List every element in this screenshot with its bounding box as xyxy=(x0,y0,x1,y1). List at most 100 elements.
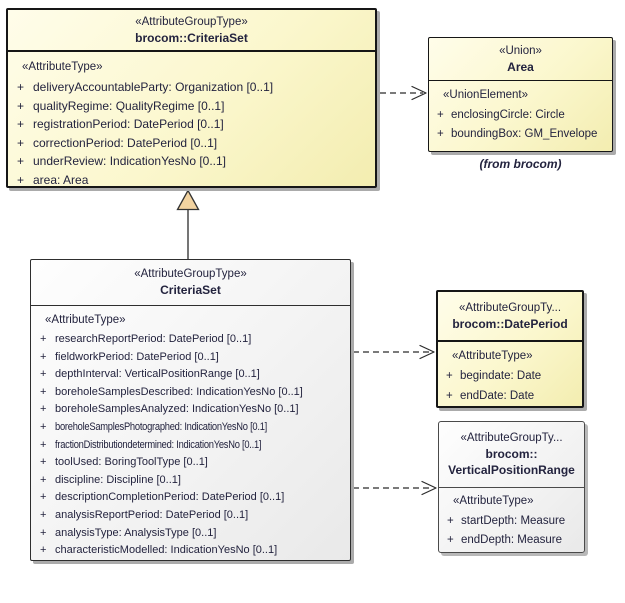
class-header: «AttributeGroupTy... brocom::DatePeriod xyxy=(438,292,582,342)
class-box-brocom-verticalpositionrange[interactable]: «AttributeGroupTy... brocom:: VerticalPo… xyxy=(438,421,585,553)
attribute-text: boreholeSamplesAnalyzed: IndicationYesNo… xyxy=(55,403,299,416)
visibility-prefix: + xyxy=(40,385,47,398)
visibility-prefix: + xyxy=(437,109,444,121)
attribute-row: + area: Area xyxy=(8,171,375,190)
attributes-compartment: «AttributeType» + begindate: Date + endD… xyxy=(438,342,582,406)
attribute-row: + analysisReportPeriod: DatePeriod [0..1… xyxy=(31,507,350,525)
class-header: «AttributeGroupType» CriteriaSet xyxy=(31,260,350,306)
class-name-line1: brocom:: xyxy=(485,447,538,461)
attributes-compartment: «AttributeType» + deliveryAccountablePar… xyxy=(8,52,375,189)
dependency-connector-area xyxy=(380,85,427,101)
section-stereotype-label: «AttributeType» xyxy=(452,350,533,362)
attribute-row: + qualityRegime: QualityRegime [0..1] xyxy=(8,97,375,116)
attribute-row: + discipline: Discipline [0..1] xyxy=(31,472,350,490)
visibility-prefix: + xyxy=(446,389,453,402)
visibility-prefix: + xyxy=(17,172,25,187)
visibility-prefix: + xyxy=(447,533,454,546)
attribute-text: startDepth: Measure xyxy=(461,515,566,527)
class-box-brocom-dateperiod[interactable]: «AttributeGroupTy... brocom::DatePeriod … xyxy=(436,290,584,408)
attribute-text: endDate: Date xyxy=(460,389,535,402)
attribute-text: correctionPeriod: DatePeriod [0..1] xyxy=(33,135,218,150)
attribute-row: + boreholeSamplesDescribed: IndicationYe… xyxy=(31,384,350,402)
attribute-row: + boreholeSamplesPhotographed: Indicatio… xyxy=(31,419,350,437)
attributes-compartment: «UnionElement» + enclosingCircle: Circle… xyxy=(429,81,612,143)
attribute-row: + analysisType: AnalysisType [0..1] xyxy=(31,525,350,543)
attribute-text: endDepth: Measure xyxy=(461,533,563,546)
visibility-prefix: + xyxy=(17,117,25,131)
open-arrowhead-icon xyxy=(421,480,437,496)
stereotype-label: «AttributeGroupType» xyxy=(135,15,248,28)
class-name: brocom::DatePeriod xyxy=(452,316,568,331)
visibility-prefix: + xyxy=(446,370,453,382)
section-stereotype-label: «AttributeType» xyxy=(22,61,103,73)
visibility-prefix: + xyxy=(437,127,444,140)
open-arrowhead-icon xyxy=(411,85,427,101)
generalization-connector xyxy=(176,189,200,259)
class-box-area[interactable]: «Union» Area «UnionElement» + enclosingC… xyxy=(428,37,613,152)
visibility-prefix: + xyxy=(40,438,47,451)
visibility-prefix: + xyxy=(40,544,47,557)
visibility-prefix: + xyxy=(40,333,47,345)
attribute-row: + underReview: IndicationYesNo [0..1] xyxy=(8,152,375,171)
attribute-row: + deliveryAccountableParty: Organization… xyxy=(8,78,375,97)
section-stereotype-label: «AttributeType» xyxy=(453,495,534,507)
class-name: Area xyxy=(507,59,534,74)
attribute-text: analysisReportPeriod: DatePeriod [0..1] xyxy=(55,508,249,521)
attribute-row: + boreholeSamplesAnalyzed: IndicationYes… xyxy=(31,401,350,419)
attribute-row: + researchReportPeriod: DatePeriod [0..1… xyxy=(31,331,350,349)
attribute-text: underReview: IndicationYesNo [0..1] xyxy=(33,154,227,168)
visibility-prefix: + xyxy=(40,473,47,486)
attribute-text: fieldworkPeriod: DatePeriod [0..1] xyxy=(55,350,219,363)
attributes-compartment: «AttributeType» + startDepth: Measure + … xyxy=(439,488,584,549)
visibility-prefix: + xyxy=(40,403,47,416)
from-package-caption: (from brocom) xyxy=(479,157,562,171)
attributes-compartment: «AttributeType» + researchReportPeriod: … xyxy=(31,306,350,560)
attribute-text: begindate: Date xyxy=(460,370,542,382)
class-box-brocom-criteriaset[interactable]: «AttributeGroupType» brocom::CriteriaSet… xyxy=(6,8,377,188)
stereotype-label: «Union» xyxy=(499,44,542,57)
class-box-criteriaset[interactable]: «AttributeGroupType» CriteriaSet «Attrib… xyxy=(30,259,351,561)
attribute-text: depthInterval: VerticalPositionRange [0.… xyxy=(55,368,260,381)
visibility-prefix: + xyxy=(40,368,47,381)
attribute-row: + descriptionCompletionPeriod: DatePerio… xyxy=(31,489,350,507)
section-stereotype-label: «AttributeType» xyxy=(45,314,126,326)
attribute-text: enclosingCircle: Circle xyxy=(451,109,565,121)
attribute-text: boreholeSamplesDescribed: IndicationYesN… xyxy=(55,385,303,398)
class-name-line2: VerticalPositionRange xyxy=(448,463,575,477)
attribute-row: + characteristicModelled: IndicationYesN… xyxy=(31,542,350,560)
attribute-text: researchReportPeriod: DatePeriod [0..1] xyxy=(55,333,252,345)
attribute-row: + fieldworkPeriod: DatePeriod [0..1] xyxy=(31,349,350,367)
attribute-row: + endDepth: Measure xyxy=(439,531,584,550)
visibility-prefix: + xyxy=(17,98,25,113)
section-stereotype-label: «UnionElement» xyxy=(443,89,529,101)
attribute-text: analysisType: AnalysisType [0..1] xyxy=(55,526,217,539)
open-arrowhead-icon xyxy=(419,344,435,360)
triangle-arrowhead-icon xyxy=(176,189,200,211)
visibility-prefix: + xyxy=(40,350,47,363)
stereotype-label: «AttributeGroupType» xyxy=(134,268,247,280)
class-name: brocom::CriteriaSet xyxy=(135,30,248,45)
attribute-row: + enclosingCircle: Circle xyxy=(429,106,612,125)
attribute-row: + correctionPeriod: DatePeriod [0..1] xyxy=(8,134,375,153)
visibility-prefix: + xyxy=(17,80,25,94)
visibility-prefix: + xyxy=(40,526,47,539)
visibility-prefix: + xyxy=(40,456,47,469)
dependency-connector-verticalpositionrange xyxy=(353,480,437,496)
attribute-row: + startDepth: Measure xyxy=(439,512,584,531)
visibility-prefix: + xyxy=(447,515,454,527)
class-header: «AttributeGroupType» brocom::CriteriaSet xyxy=(8,10,375,52)
stereotype-label: «AttributeGroupTy... xyxy=(458,301,562,314)
attribute-text: fractionDistributiondetermined: Indicati… xyxy=(55,438,262,451)
stereotype-label: «AttributeGroupTy... xyxy=(460,432,563,444)
attribute-row: + depthInterval: VerticalPositionRange [… xyxy=(31,366,350,384)
attribute-row: + toolUsed: BoringToolType [0..1] xyxy=(31,454,350,472)
attribute-row: + endDate: Date xyxy=(438,387,582,407)
attribute-text: characteristicModelled: IndicationYesNo … xyxy=(55,544,278,557)
class-name: CriteriaSet xyxy=(160,283,221,297)
attribute-text: area: Area xyxy=(33,172,89,187)
attribute-text: boundingBox: GM_Envelope xyxy=(451,127,598,140)
attribute-text: boreholeSamplesPhotographed: IndicationY… xyxy=(55,420,267,433)
visibility-prefix: + xyxy=(40,420,47,433)
attribute-text: registrationPeriod: DatePeriod [0..1] xyxy=(33,117,224,131)
